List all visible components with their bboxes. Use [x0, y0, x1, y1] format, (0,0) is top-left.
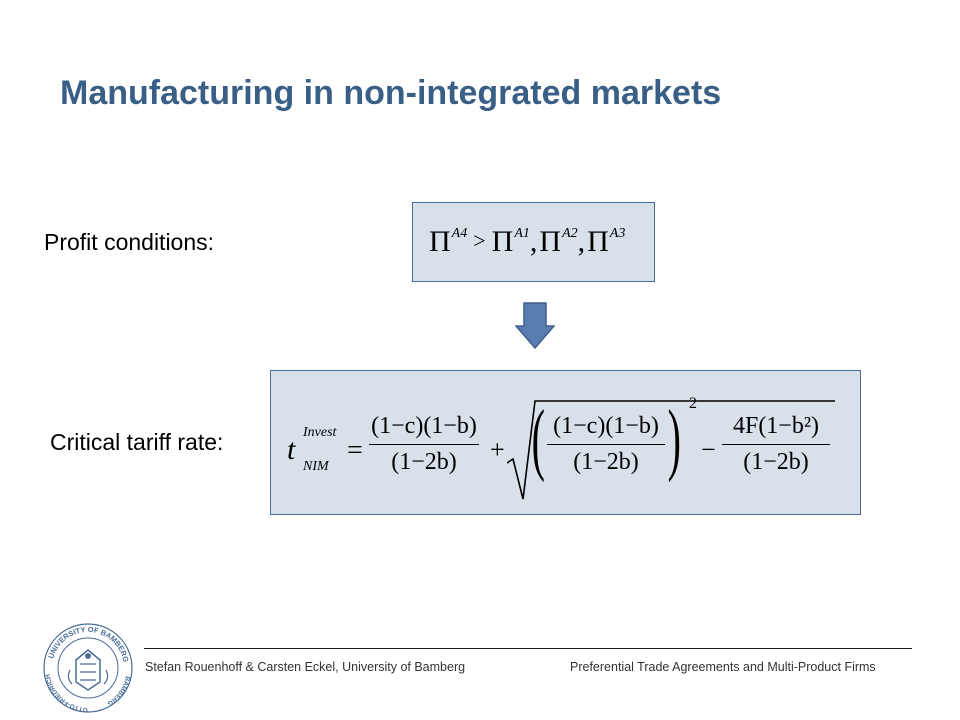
tariff-subscript: NIM [303, 459, 329, 474]
tariff-equation: t Invest NIM = (1−c)(1−b) (1−2b) + ( (1−… [285, 395, 855, 505]
footer-presentation-title: Preferential Trade Agreements and Multi-… [570, 660, 876, 674]
fraction-bar [722, 444, 830, 445]
footer-divider [144, 648, 912, 649]
tariff-symbol: t [287, 433, 296, 466]
pi-symbol: Π [491, 225, 514, 258]
svg-text:BAMBERG: BAMBERG [106, 675, 131, 706]
fraction-numerator: (1−c)(1−b) [371, 413, 477, 439]
critical-tariff-label: Critical tariff rate: [50, 429, 224, 455]
comma: , [577, 225, 586, 258]
fraction-numerator: (1−c)(1−b) [553, 413, 659, 439]
exponent-two: 2 [689, 395, 697, 412]
left-paren-icon: ( [531, 395, 545, 483]
fraction-denominator: (1−2b) [743, 449, 809, 475]
pi-symbol: Π [429, 225, 451, 258]
fraction-denominator: (1−2b) [391, 449, 457, 475]
down-arrow-icon [515, 302, 555, 350]
tariff-superscript: Invest [303, 425, 337, 440]
square-root-icon [507, 400, 835, 500]
svg-text:OTTO-FRIEDRICH: OTTO-FRIEDRICH [45, 673, 89, 713]
plus-sign: + [490, 435, 505, 464]
superscript-a4: A4 [451, 226, 468, 241]
fraction-denominator: (1−2b) [573, 449, 639, 475]
equals-sign: = [347, 435, 363, 466]
comma: , [529, 225, 538, 258]
right-paren-icon: ) [667, 395, 681, 483]
profit-conditions-label: Profit conditions: [44, 229, 215, 255]
pi-symbol: Π [539, 225, 562, 258]
second-fraction: (1−c)(1−b) (1−2b) [547, 413, 665, 476]
critical-tariff-formula: t Invest NIM = (1−c)(1−b) (1−2b) + ( (1−… [270, 370, 861, 515]
fraction-bar [547, 444, 665, 445]
fraction-numerator: 4F(1−b²) [732, 413, 820, 439]
third-fraction: 4F(1−b²) (1−2b) [722, 413, 830, 476]
slide-title: Manufacturing in non-integrated markets [60, 74, 722, 112]
greater-than: > [473, 228, 486, 253]
first-fraction: (1−c)(1−b) (1−2b) [369, 413, 479, 476]
footer-authors: Stefan Rouenhoff & Carsten Eckel, Univer… [145, 660, 466, 674]
university-seal-icon: UNIVERSITY OF BAMBERG OTTO-FRIEDRICH BAM… [43, 623, 133, 713]
minus-sign: − [701, 435, 716, 464]
fraction-bar [369, 444, 479, 445]
superscript-a1: A1 [514, 226, 530, 241]
superscript-a3: A3 [609, 226, 626, 241]
superscript-a2: A2 [562, 226, 578, 241]
pi-symbol: Π [587, 225, 609, 258]
